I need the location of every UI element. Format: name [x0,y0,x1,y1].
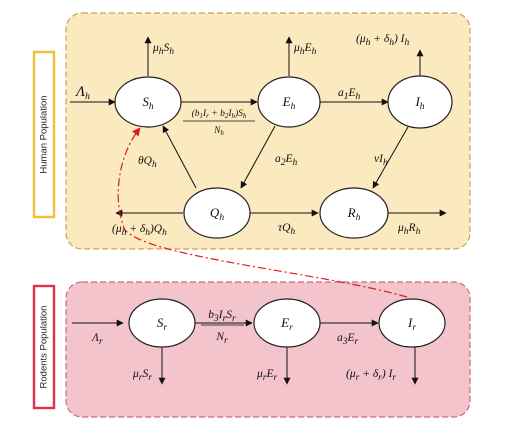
svg-text:(b1Ir + b2Ih)Sh: (b1Ir + b2Ih)Sh [192,108,247,120]
label-a2-e-h: a2Eh [275,153,298,168]
svg-text:Qh: Qh [210,205,224,223]
label-mu-delta-i-h: (μh + δh) Ih [356,33,410,48]
label-theta-q-h: θQh [138,155,157,170]
label-tau-q-h: τQh [278,222,295,237]
node-i-h: Ih [387,75,453,129]
human-population-label: Human Population [32,50,56,219]
label-mu-s-h: μhSh [152,42,174,57]
svg-text:Er: Er [280,315,293,333]
node-s-h: Sh [114,76,182,128]
label-nu-i-h: νIh [374,153,388,168]
arrow-e-h-to-q-h [240,125,276,189]
label-mu-delta-i-r: (μr + δr) Ir [346,368,396,383]
node-q-h: Qh [183,187,251,239]
label-mu-s-r: μrSr [132,368,152,383]
node-i-r: Ir [378,298,446,348]
svg-text:b3IrSr: b3IrSr [208,309,236,324]
node-r-h: Rh [319,187,389,239]
node-e-r: Er [253,298,321,348]
rodents-population-label: Rodents Population [32,284,56,410]
arrow-i-h-to-r-h [372,126,409,189]
svg-text:Rodents Population: Rodents Population [39,306,50,389]
svg-text:Nh: Nh [213,126,224,137]
arrow-q-h-to-s-h [162,125,197,189]
svg-text:Sr: Sr [157,315,168,333]
svg-text:Ir: Ir [407,315,416,333]
label-mu-delta-q-h: (μh + δh)Qh [112,223,167,238]
svg-text:Eh: Eh [282,94,296,112]
svg-text:Nr: Nr [215,331,228,346]
spillover-arrow [117,127,408,298]
label-mu-e-h: μhEh [293,42,317,57]
label-a1-e-h: a1Eh [338,87,361,102]
svg-text:Rh: Rh [347,205,361,223]
human-population-panel [65,12,471,250]
svg-text:Sh: Sh [142,94,154,112]
svg-text:Human Population: Human Population [39,95,50,173]
svg-text:Ih: Ih [414,94,424,112]
label-a3-e-r: a3Er [337,332,359,347]
label-lambda-r: Λr [91,332,103,347]
label-mu-r-h: μhRh [397,222,421,237]
node-s-r: Sr [128,298,196,348]
node-e-h: Eh [257,76,321,128]
label-mu-e-r: μrEr [256,368,278,383]
label-lambda-h: Λh [74,84,90,102]
label-infection-r: b3IrSr Nr [201,309,244,346]
label-infection-h: (b1Ir + b2Ih)Sh Nh [183,108,255,137]
